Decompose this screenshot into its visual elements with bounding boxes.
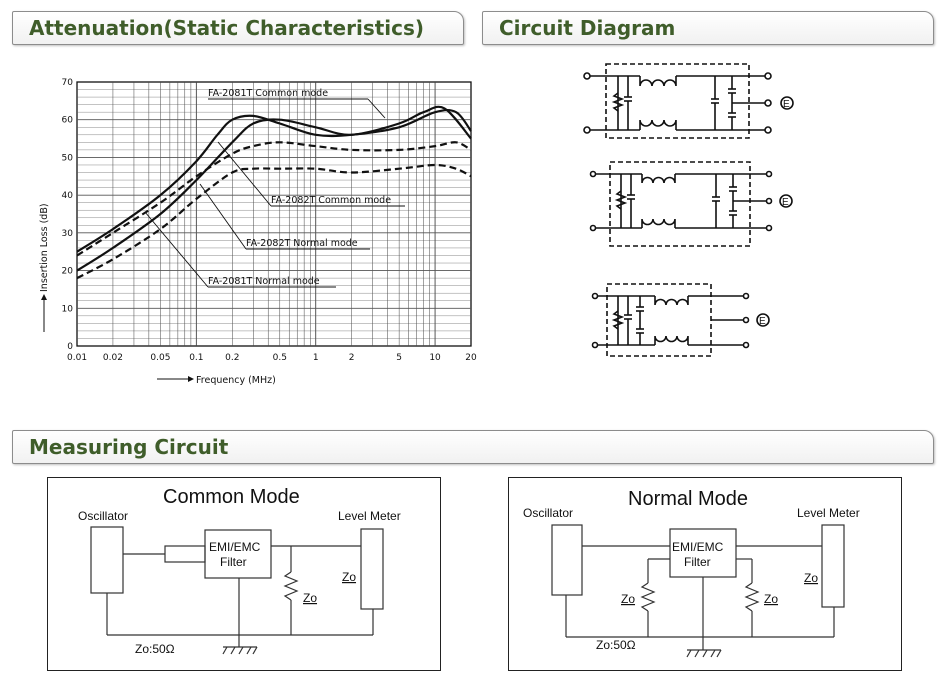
normal-oscillator-label: Oscillator <box>523 506 573 520</box>
x-tick-label: 1 <box>313 353 319 363</box>
x-tick-label: 0.05 <box>150 353 170 363</box>
leader-2081t-common <box>367 98 386 119</box>
x-tick-label: 0.2 <box>225 353 239 363</box>
attenuation-header: Attenuation(Static Characteristics) <box>12 11 464 45</box>
x-tick-label: 0.1 <box>189 353 203 363</box>
normal-zo-meter-label: Zo <box>804 571 818 585</box>
circuit-3 <box>591 283 770 357</box>
leader-2082t-common <box>217 141 272 207</box>
measuring-circuit-header: Measuring Circuit <box>12 430 934 464</box>
y-axis-arrowhead <box>41 294 47 300</box>
normal-filter-label-2: Filter <box>684 555 711 569</box>
y-axis-title: Insertion Loss (dB) <box>39 203 50 292</box>
normal-zo-right-label: Zo <box>764 592 778 606</box>
x-axis-title: Frequency (MHz) <box>196 375 276 386</box>
chart-series <box>76 105 472 280</box>
normal-mode-title: Normal Mode <box>628 488 748 510</box>
leader-2082t-normal <box>199 183 247 250</box>
normal-zo-left-label: Zo <box>621 592 635 606</box>
circuit-diagram-title: Circuit Diagram <box>499 16 676 40</box>
series-line-4 <box>76 163 472 280</box>
leader-2081t-normal <box>144 211 209 288</box>
common-level-meter-label: Level Meter <box>338 509 401 523</box>
common-filter-label-2: Filter <box>220 555 247 569</box>
y-tick-label: 30 <box>62 229 74 239</box>
attenuation-title: Attenuation(Static Characteristics) <box>29 16 425 40</box>
common-filter-label-1: EMI/EMC <box>209 540 261 554</box>
y-tick-label: 0 <box>67 342 73 352</box>
common-level-meter-box <box>360 528 384 610</box>
normal-filter-label-1: EMI/EMC <box>672 540 724 554</box>
attenuation-chart: 0 10 20 30 40 50 60 70 0.01 0.02 0.05 0.1 0.2 0.5 1 2 5 1… <box>39 78 477 386</box>
circuit-2 <box>589 161 793 247</box>
label-2081t-common: FA-2081T Common mode <box>208 88 328 99</box>
circuit-diagrams: E E E <box>583 63 794 357</box>
y-tick-label: 50 <box>62 153 74 163</box>
label-2082t-normal: FA-2082T Normal mode <box>246 238 358 249</box>
circuit-2-terminal-label: E <box>782 197 789 208</box>
y-tick-label: 60 <box>62 116 74 126</box>
plot-frame <box>76 81 472 347</box>
label-2082t-common: FA-2082T Common mode <box>271 195 391 206</box>
y-tick-label: 40 <box>62 191 74 201</box>
normal-level-meter-label: Level Meter <box>797 506 860 520</box>
circuit-1 <box>583 63 794 139</box>
circuit-1-terminal-label: E <box>783 99 790 110</box>
common-mode-circuit: Common Mode Oscillator Level Meter EMI/E… <box>47 477 441 671</box>
x-tick-label: 10 <box>429 353 441 363</box>
normal-level-meter-box <box>821 524 845 608</box>
x-tick-label: 0.01 <box>67 353 87 363</box>
circuit-3-terminal-label: E <box>759 316 766 327</box>
common-zo-value: Zo:50Ω <box>135 642 175 656</box>
y-tick-label: 70 <box>62 78 74 88</box>
x-tick-label: 20 <box>465 353 477 363</box>
normal-zo-value: Zo:50Ω <box>596 638 636 652</box>
x-tick-label: 5 <box>396 353 402 363</box>
common-oscillator-label: Oscillator <box>78 509 128 523</box>
measuring-circuit-title: Measuring Circuit <box>29 435 229 459</box>
common-zo-load-label: Zo <box>303 591 317 605</box>
x-axis-arrowhead <box>188 376 194 382</box>
chart-ticks: 0 10 20 30 40 50 60 70 0.01 0.02 0.05 0.1 0.2 0.5 1 2 5 1… <box>62 78 477 363</box>
common-zo-meter-label: Zo <box>342 570 356 584</box>
x-tick-label: 0.02 <box>103 353 123 363</box>
common-mode-title: Common Mode <box>163 486 300 508</box>
y-tick-label: 10 <box>62 304 74 314</box>
series-line-3 <box>76 141 472 257</box>
circuit-diagram-header: Circuit Diagram <box>482 11 934 45</box>
chart-grid <box>76 81 472 347</box>
series-line-1 <box>76 108 472 253</box>
normal-oscillator-box <box>551 524 583 596</box>
normal-mode-circuit: Normal Mode Oscillator Level Meter EMI/E… <box>508 477 902 671</box>
x-tick-label: 2 <box>349 353 355 363</box>
x-tick-label: 0.5 <box>273 353 287 363</box>
series-line-2 <box>76 105 472 272</box>
label-2081t-normal: FA-2081T Normal mode <box>208 276 320 287</box>
y-tick-label: 20 <box>62 267 74 277</box>
